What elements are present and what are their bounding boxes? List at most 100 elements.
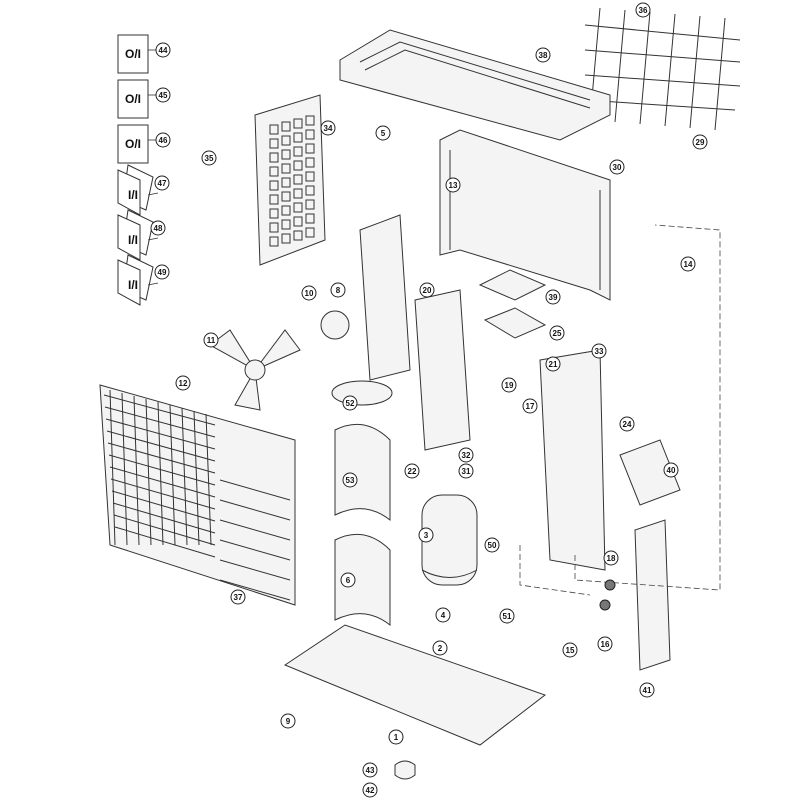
callout-number: 12 [179, 379, 188, 388]
front-grille [99, 384, 296, 606]
wiring-path [519, 224, 721, 596]
callout-41: 41 [639, 682, 655, 698]
rear-panel [254, 94, 326, 266]
electric-cover-25 [483, 307, 547, 339]
callout-52: 52 [342, 395, 358, 411]
callout-35: 35 [201, 150, 217, 166]
callout-11: 11 [203, 332, 219, 348]
document-48: I/I [117, 209, 159, 261]
callout-number: 33 [595, 347, 604, 356]
document-label: I/I [128, 233, 138, 247]
callout-number: 16 [601, 640, 610, 649]
document-label: I/I [128, 188, 138, 202]
document-46: O/I [117, 124, 158, 164]
callout-29: 29 [692, 134, 708, 150]
callout-number: 5 [381, 129, 386, 138]
drain-elbow [394, 760, 416, 780]
callout-number: 48 [154, 224, 163, 233]
callout-5: 5 [375, 125, 391, 141]
callout-number: 37 [234, 593, 243, 602]
callout-number: 29 [696, 138, 705, 147]
callout-19: 19 [501, 377, 517, 393]
callout-33: 33 [591, 343, 607, 359]
callout-15: 15 [562, 642, 578, 658]
front-cover-right [634, 519, 671, 671]
callout-39: 39 [545, 289, 561, 305]
callout-2: 2 [432, 640, 448, 656]
callout-6: 6 [340, 572, 356, 588]
callout-3: 3 [418, 527, 434, 543]
callout-number: 13 [449, 181, 458, 190]
callout-number: 25 [553, 329, 562, 338]
callout-47: 47 [154, 175, 170, 191]
callout-13: 13 [445, 177, 461, 193]
callout-40: 40 [663, 462, 679, 478]
callout-number: 31 [462, 467, 471, 476]
callout-number: 38 [539, 51, 548, 60]
callout-38: 38 [535, 47, 551, 63]
condenser-coil [439, 129, 611, 301]
insulation-top [331, 380, 393, 406]
callout-number: 18 [607, 554, 616, 563]
document-47: I/I [117, 164, 159, 216]
electrical-box [414, 289, 471, 451]
callout-number: 40 [667, 466, 676, 475]
callout-number: 9 [286, 717, 291, 726]
callout-number: 53 [346, 476, 355, 485]
callout-number: 6 [346, 576, 351, 585]
callout-number: 44 [159, 46, 168, 55]
electric-cover-39 [478, 269, 547, 301]
callout-number: 8 [336, 286, 341, 295]
callout-number: 19 [505, 381, 514, 390]
callout-25: 25 [549, 325, 565, 341]
callout-1: 1 [388, 729, 404, 745]
callout-number: 24 [623, 420, 632, 429]
callout-30: 30 [609, 159, 625, 175]
callout-22: 22 [404, 463, 420, 479]
callout-43: 43 [362, 762, 378, 778]
callout-46: 46 [155, 132, 171, 148]
callout-number: 17 [526, 402, 535, 411]
callout-number: 10 [305, 289, 314, 298]
protective-grid [584, 7, 741, 131]
callout-number: 11 [207, 336, 216, 345]
callout-number: 3 [424, 531, 429, 540]
callout-number: 14 [684, 260, 693, 269]
document-label: I/I [128, 278, 138, 292]
callout-number: 41 [643, 686, 652, 695]
callout-number: 36 [639, 6, 648, 15]
fan-motor [320, 310, 350, 340]
callout-number: 42 [366, 786, 375, 795]
top-panel [339, 29, 611, 141]
callout-51: 51 [499, 608, 515, 624]
right-side-panel [539, 349, 606, 571]
callout-18: 18 [603, 550, 619, 566]
document-49: I/I [117, 254, 159, 306]
callout-number: 34 [324, 124, 333, 133]
document-label: O/I [125, 92, 141, 106]
callout-9: 9 [280, 713, 296, 729]
callout-8: 8 [330, 282, 346, 298]
callout-24: 24 [619, 416, 635, 432]
document-label: O/I [125, 137, 141, 151]
callout-48: 48 [150, 220, 166, 236]
sound-insulation-6 [334, 533, 391, 627]
callout-number: 46 [159, 136, 168, 145]
document-45: O/I [117, 79, 158, 119]
callout-number: 2 [438, 644, 443, 653]
partition-plate [359, 214, 411, 381]
callout-number: 22 [408, 467, 417, 476]
document-44: O/I [117, 34, 158, 74]
base-pan [283, 624, 547, 746]
callout-37: 37 [230, 589, 246, 605]
callout-14: 14 [680, 256, 696, 272]
callout-number: 1 [394, 733, 399, 742]
propeller-fan [209, 329, 301, 411]
callout-45: 45 [155, 87, 171, 103]
callout-number: 43 [366, 766, 375, 775]
callout-number: 32 [462, 451, 471, 460]
callout-16: 16 [597, 636, 613, 652]
callout-44: 44 [155, 42, 171, 58]
sound-insulation-53 [334, 423, 391, 522]
